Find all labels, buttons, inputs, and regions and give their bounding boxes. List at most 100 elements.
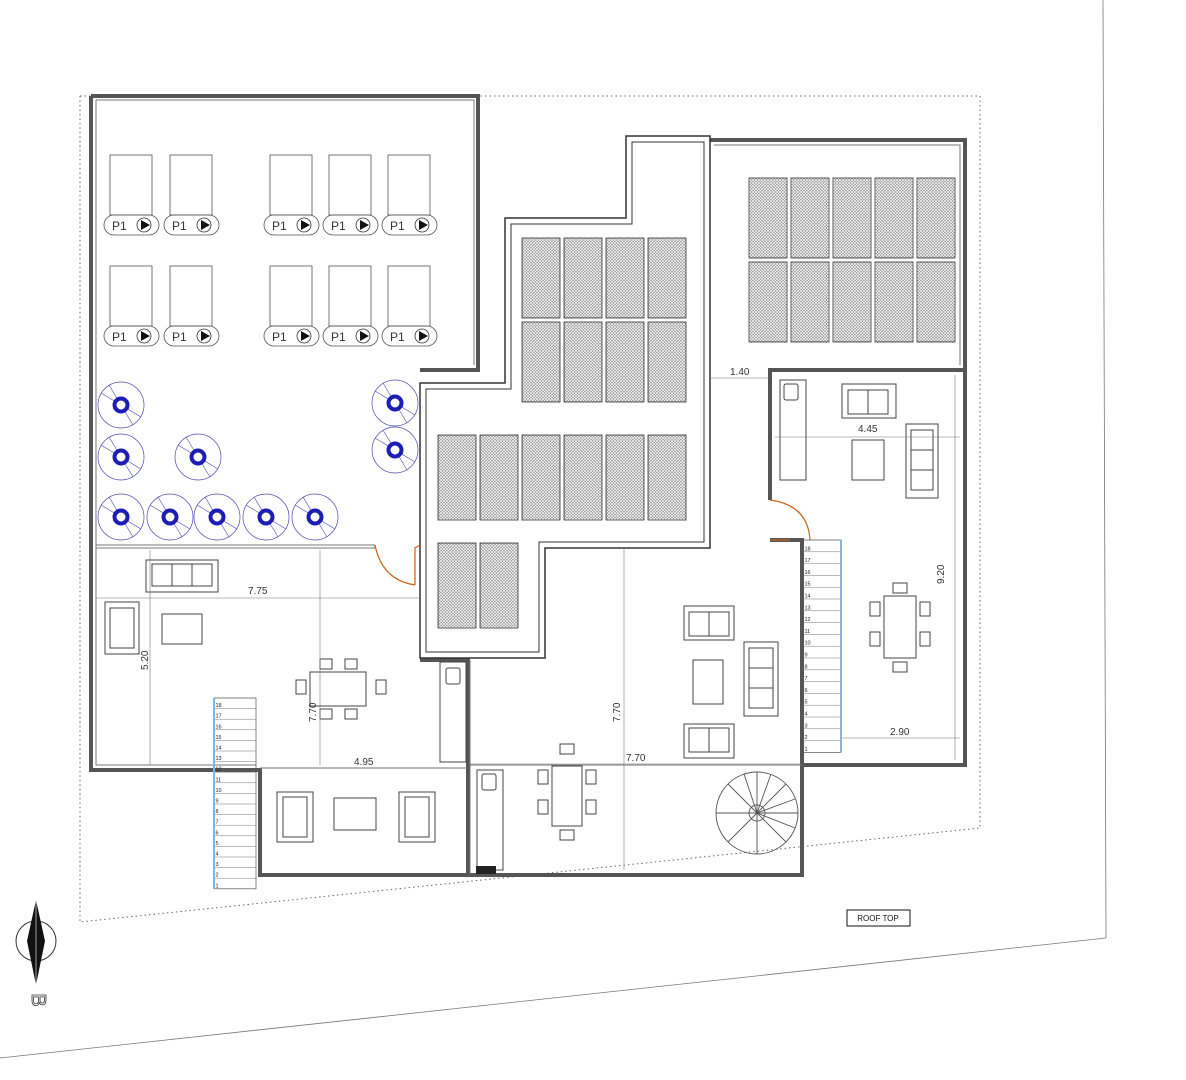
stair-step-number: 11 (216, 777, 222, 783)
stair-step-number: 13 (805, 605, 811, 611)
stair-step-number: 14 (216, 746, 222, 752)
stair-step-number: 12 (805, 617, 811, 623)
dim-7-70-center: 7.70 (612, 702, 623, 722)
solar-panel (437, 542, 477, 629)
stair-step-number: 7 (216, 820, 219, 826)
stair-step-number: 8 (805, 664, 808, 670)
equipment-unit-p1: P1 (163, 154, 220, 236)
vent-marker-icon (193, 493, 241, 541)
door-left (374, 544, 416, 586)
equipment-unit-label: P1 (390, 219, 405, 233)
stair-step-number: 10 (216, 788, 222, 794)
sofa-right-top (841, 383, 897, 419)
dim-7-70-left: 7.70 (308, 702, 319, 722)
stair-step-number: 16 (216, 724, 222, 730)
solar-panel (521, 237, 561, 319)
dimension-lines (96, 375, 960, 870)
spiral-stair-icon (715, 771, 799, 855)
equipment-unit-label: P1 (331, 219, 346, 233)
solar-panel (832, 177, 872, 259)
stair-step-number: 17 (805, 558, 811, 564)
dim-1-40: 1.40 (730, 367, 750, 378)
armchair-left-1 (276, 791, 314, 843)
stair-step-number: 14 (805, 594, 811, 600)
coffee-table-left-2 (333, 797, 377, 831)
stair-step-number: 6 (216, 830, 219, 836)
stair-step-number: 5 (216, 841, 219, 847)
north-letter: B (27, 993, 49, 1006)
stair-step-number: 10 (805, 641, 811, 647)
solar-panel (916, 177, 956, 259)
stair-step-number: 15 (216, 735, 222, 741)
stair-step-number: 13 (216, 756, 222, 762)
dim-9-20: 9.20 (936, 564, 947, 584)
solar-panel (748, 177, 788, 259)
solar-panel (832, 261, 872, 343)
solar-panel (605, 237, 645, 319)
equipment-unit-label: P1 (112, 330, 127, 344)
equipment-unit-p1: P1 (163, 265, 220, 347)
roof-top-label-box (846, 909, 911, 927)
stair-step-number: 2 (805, 735, 808, 741)
solar-panel (790, 261, 830, 343)
sofa-center-top (683, 605, 735, 641)
kitchen-counter-right (779, 379, 807, 481)
equipment-unit-p1: P1 (322, 154, 379, 236)
stair-step-number: 15 (805, 582, 811, 588)
dim-5-20: 5.20 (140, 650, 151, 670)
solar-panel (874, 177, 914, 259)
stair-step-number: 11 (805, 629, 811, 635)
dim-2-90: 2.90 (890, 727, 910, 738)
stair-step-number: 6 (805, 688, 808, 694)
roof-top-label: ROOF TOP (857, 914, 899, 923)
equipment-unit-p1: P1 (381, 265, 438, 347)
dim-7-75: 7.75 (248, 586, 268, 597)
solar-panel (874, 261, 914, 343)
stair-step-number: 17 (216, 714, 222, 720)
sofa-center-side (743, 641, 779, 717)
dim-7-70-bottom: 7.70 (626, 753, 646, 764)
solar-panel (479, 434, 519, 521)
stair-step-number: 3 (216, 862, 219, 868)
equipment-unit-p1: P1 (103, 154, 160, 236)
solar-panel (916, 261, 956, 343)
sofa-left-side (104, 601, 140, 655)
sofa-left-top (145, 559, 219, 593)
solar-panel (437, 434, 477, 521)
vent-marker-icon (371, 379, 419, 427)
plot-outline (79, 95, 981, 923)
dining-table-center (551, 765, 583, 827)
stair-step-number: 9 (216, 799, 219, 805)
equipment-unit-label: P1 (172, 219, 187, 233)
equipment-unit-p1: P1 (103, 265, 160, 347)
solar-panel (521, 434, 561, 521)
vent-marker-icon (146, 493, 194, 541)
dim-4-95: 4.95 (354, 757, 374, 768)
stair-step-number: 4 (805, 712, 808, 718)
solar-panel (647, 434, 687, 521)
dining-table-right (883, 595, 917, 659)
vent-marker-icon (97, 433, 145, 481)
stair-step-number: 8 (216, 809, 219, 815)
solar-panel (605, 321, 645, 403)
solar-panel (563, 237, 603, 319)
solar-panel (563, 321, 603, 403)
solar-panel (647, 237, 687, 319)
equipment-unit-label: P1 (272, 330, 287, 344)
central-roof (419, 135, 711, 659)
equipment-unit-label: P1 (172, 330, 187, 344)
coffee-table-right (851, 439, 885, 481)
stair-step-number: 4 (216, 852, 219, 858)
solar-panel (605, 434, 645, 521)
sofa-center-bottom (683, 723, 735, 759)
north-arrow-icon: B (15, 900, 57, 1007)
solar-panel (790, 177, 830, 259)
stair-step-number: 18 (216, 703, 222, 709)
vent-marker-icon (97, 381, 145, 429)
vent-markers (97, 379, 419, 541)
equipment-unit-p1: P1 (263, 265, 320, 347)
